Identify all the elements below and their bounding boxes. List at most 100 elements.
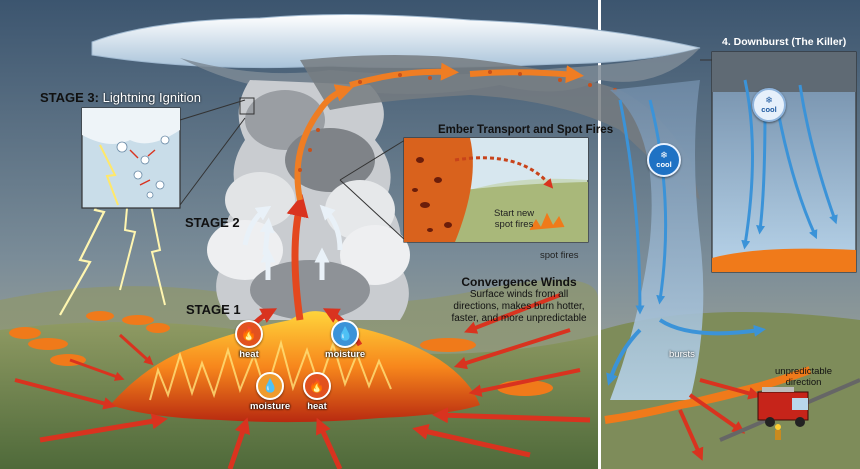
moisture-badge-bottom: 💧 moisture bbox=[250, 372, 290, 412]
convergence-arrow bbox=[227, 417, 250, 469]
convergence-arrow bbox=[14, 378, 117, 410]
unpredictable-direction-label: unpredictable direction bbox=[775, 366, 832, 388]
inset-cloud bbox=[82, 108, 180, 144]
start-new-spot-fires-label: Start new spot fires bbox=[494, 208, 534, 230]
spot-fire bbox=[28, 338, 68, 350]
cool-main-label: cool bbox=[656, 160, 672, 169]
updraft-arrow bbox=[286, 194, 309, 321]
start-line-1: Start new bbox=[494, 208, 535, 219]
downdraft-arrow bbox=[618, 99, 645, 315]
spot-fire bbox=[122, 315, 154, 325]
convergence-arrow bbox=[464, 293, 561, 334]
heat-top-label: heat bbox=[239, 349, 259, 360]
water-drop-icon: 💧 bbox=[256, 372, 285, 400]
outflow-smoke bbox=[300, 55, 700, 200]
convergence-winds-block: Convergence Winds Surface winds from all… bbox=[444, 275, 594, 325]
panel-divider bbox=[598, 0, 601, 469]
outburst-red-arrow bbox=[699, 378, 762, 400]
inset-downdraft bbox=[756, 109, 767, 235]
ice-particles bbox=[116, 135, 170, 199]
convergence-arrow bbox=[453, 328, 571, 370]
convergence-arrow bbox=[69, 358, 125, 381]
callout-marker bbox=[239, 97, 255, 115]
start-line-2: spot fires bbox=[494, 219, 534, 230]
callout-line bbox=[179, 99, 246, 121]
updraft-arrow bbox=[294, 84, 354, 201]
inset-downdraft bbox=[798, 84, 838, 225]
callout-line bbox=[339, 139, 406, 181]
inset-dark-cloud bbox=[712, 52, 856, 92]
flame-icon: 🔥 bbox=[235, 320, 263, 348]
new-spot-fire bbox=[529, 212, 565, 231]
main-fire bbox=[110, 311, 480, 423]
convergence-arrow bbox=[412, 423, 531, 458]
cool-inset-label: cool bbox=[761, 105, 777, 114]
callout-line bbox=[179, 117, 246, 206]
heat-badge-top: 🔥 heat bbox=[235, 320, 263, 360]
updraft-white-arrow bbox=[242, 205, 272, 246]
convergence-arrow bbox=[39, 413, 168, 443]
stage2-label: STAGE 2 bbox=[185, 215, 240, 230]
heat-badge-bottom: 🔥 heat bbox=[303, 372, 331, 412]
updraft-white-arrow bbox=[259, 217, 275, 256]
flame-icon: 🔥 bbox=[303, 372, 331, 400]
spot-fire bbox=[9, 327, 41, 339]
spot-fire bbox=[420, 338, 476, 352]
stage3-label: STAGE 3: Lightning Ignition bbox=[40, 90, 201, 105]
snowflake-icon: ❄ bbox=[660, 151, 668, 161]
bursts-label: bursts bbox=[669, 349, 695, 360]
lightning-bolt bbox=[149, 199, 166, 306]
convergence-line-2: directions, makes burn hotter, bbox=[453, 301, 585, 312]
convergence-arrow bbox=[316, 417, 343, 469]
convergence-line-3: faster, and more unpredictable bbox=[451, 313, 587, 324]
stage3-title: Lightning Ignition bbox=[102, 90, 201, 105]
outflow-arrow bbox=[469, 65, 584, 84]
fire-truck bbox=[757, 387, 809, 427]
outburst-arrow bbox=[606, 328, 642, 386]
updraft-white-arrow bbox=[319, 204, 343, 251]
spot-fire bbox=[86, 311, 114, 321]
stage3-prefix: STAGE 3: bbox=[40, 90, 99, 105]
downdraft-arrow bbox=[648, 99, 668, 305]
outburst-red-arrow bbox=[688, 393, 746, 434]
ember-trajectory bbox=[454, 156, 554, 189]
convergence-arrow bbox=[468, 368, 581, 397]
ember-inset-embers bbox=[412, 157, 452, 232]
smoke-puff bbox=[225, 172, 295, 228]
inset-lightning bbox=[99, 144, 119, 206]
downburst-title: 4. Downburst (The Killer) bbox=[722, 36, 847, 48]
inset-downdraft bbox=[741, 79, 754, 250]
callout-line bbox=[339, 179, 406, 241]
spot-fire bbox=[146, 323, 170, 333]
cool-badge-inset: ❄ cool bbox=[752, 88, 786, 122]
smoke-puff bbox=[340, 225, 410, 285]
outburst-arrow bbox=[658, 318, 766, 337]
smoke-puff bbox=[250, 260, 370, 320]
inset-fire bbox=[712, 248, 856, 272]
smoke-puff bbox=[325, 180, 395, 240]
spot-fires-label: spot fires bbox=[540, 250, 579, 261]
charge-arrows bbox=[129, 149, 156, 186]
stage1-label: STAGE 1 bbox=[186, 302, 241, 317]
water-drop-icon: 💧 bbox=[331, 320, 360, 348]
firefighter bbox=[775, 424, 781, 440]
moisture-top-label: moisture bbox=[325, 349, 366, 360]
convergence-line-1: Surface winds from all bbox=[469, 289, 569, 300]
ember-transport-title: Ember Transport and Spot Fires bbox=[438, 124, 614, 136]
downburst-fire bbox=[604, 366, 812, 424]
ember-column bbox=[404, 138, 473, 242]
moisture-bottom-label: moisture bbox=[250, 401, 291, 412]
unpredictable-line-1: unpredictable bbox=[775, 366, 833, 377]
smoke-puff bbox=[285, 128, 375, 192]
moisture-badge-top: 💧 moisture bbox=[325, 320, 365, 360]
convergence-arrow bbox=[118, 333, 154, 366]
convergence-title: Convergence Winds bbox=[461, 275, 577, 289]
convergence-arrow bbox=[432, 407, 591, 424]
smoke-puff bbox=[207, 220, 283, 280]
cool-badge-main: ❄ cool bbox=[647, 143, 681, 177]
unpredictable-line-2: direction bbox=[785, 377, 822, 388]
heat-bottom-label: heat bbox=[307, 401, 327, 412]
snowflake-icon: ❄ bbox=[765, 96, 773, 106]
